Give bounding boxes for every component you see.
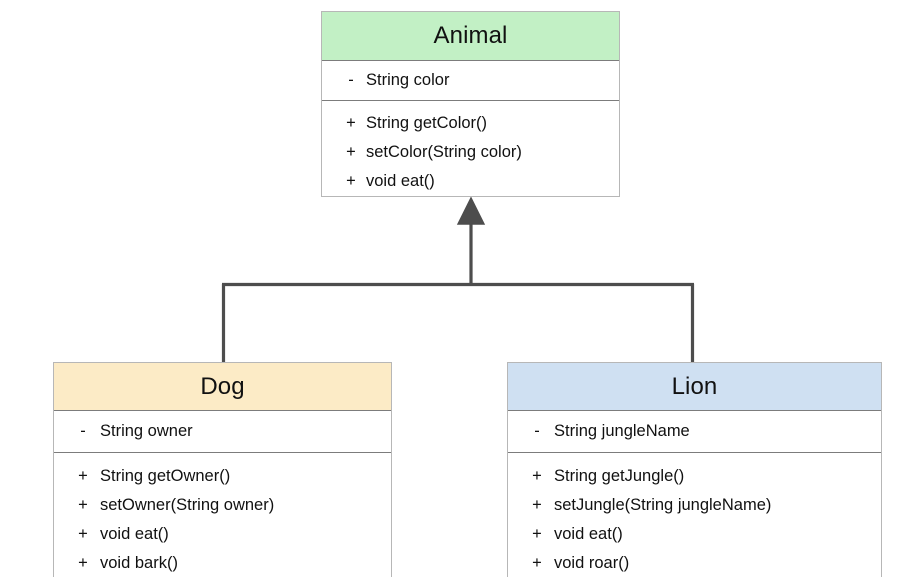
method-row: + void roar() (520, 549, 881, 578)
visibility-marker: - (80, 422, 86, 440)
visibility-marker: - (348, 71, 354, 89)
visibility-marker: + (78, 525, 88, 543)
method-label: void eat() (100, 525, 169, 543)
method-row: + String getColor() (336, 109, 619, 138)
visibility-marker: + (346, 114, 356, 132)
methods-section-animal: + String getColor() + setColor(String co… (322, 100, 619, 196)
method-row: + void eat() (66, 520, 391, 549)
attribute-row: - String owner (66, 417, 391, 446)
visibility-marker: + (532, 496, 542, 514)
visibility-marker: + (532, 525, 542, 543)
method-row: + String getJungle() (520, 462, 881, 491)
method-label: String getColor() (366, 114, 488, 132)
class-name-animal: Animal (322, 12, 619, 60)
method-row: + String getOwner() (66, 462, 391, 491)
class-name-dog: Dog (54, 363, 391, 410)
attribute-label: String owner (100, 422, 193, 440)
method-label: String getJungle() (554, 467, 685, 485)
attributes-section-lion: - String jungleName (508, 410, 881, 452)
method-row: + void eat() (520, 520, 881, 549)
method-row: + void bark() (66, 549, 391, 578)
visibility-marker: + (78, 467, 88, 485)
attribute-row: - String color (336, 66, 619, 95)
method-label: String getOwner() (100, 467, 231, 485)
method-label: setOwner(String owner) (100, 496, 275, 514)
method-label: void eat() (554, 525, 623, 543)
visibility-marker: + (532, 554, 542, 572)
inheritance-arrowhead (456, 196, 486, 225)
attribute-row: - String jungleName (520, 417, 881, 446)
attributes-section-animal: - String color (322, 60, 619, 100)
visibility-marker: + (346, 172, 356, 190)
method-label: void eat() (366, 172, 435, 190)
class-box-dog[interactable]: Dog - String owner + String getOwner() +… (53, 362, 392, 578)
visibility-marker: + (78, 496, 88, 514)
class-name-lion: Lion (508, 363, 881, 410)
methods-section-lion: + String getJungle() + setJungle(String … (508, 452, 881, 578)
attribute-label: String jungleName (554, 422, 690, 440)
attributes-section-dog: - String owner (54, 410, 391, 452)
method-label: void bark() (100, 554, 178, 572)
method-label: setJungle(String jungleName) (554, 496, 772, 514)
methods-section-dog: + String getOwner() + setOwner(String ow… (54, 452, 391, 578)
class-box-animal[interactable]: Animal - String color + String getColor(… (321, 11, 620, 197)
method-row: + setOwner(String owner) (66, 491, 391, 520)
visibility-marker: - (534, 422, 540, 440)
method-row: + setColor(String color) (336, 138, 619, 167)
method-label: setColor(String color) (366, 143, 522, 161)
method-row: + setJungle(String jungleName) (520, 491, 881, 520)
class-box-lion[interactable]: Lion - String jungleName + String getJun… (507, 362, 882, 578)
method-label: void roar() (554, 554, 630, 572)
method-row: + void eat() (336, 167, 619, 196)
attribute-label: String color (366, 71, 450, 89)
visibility-marker: + (346, 143, 356, 161)
visibility-marker: + (78, 554, 88, 572)
visibility-marker: + (532, 467, 542, 485)
